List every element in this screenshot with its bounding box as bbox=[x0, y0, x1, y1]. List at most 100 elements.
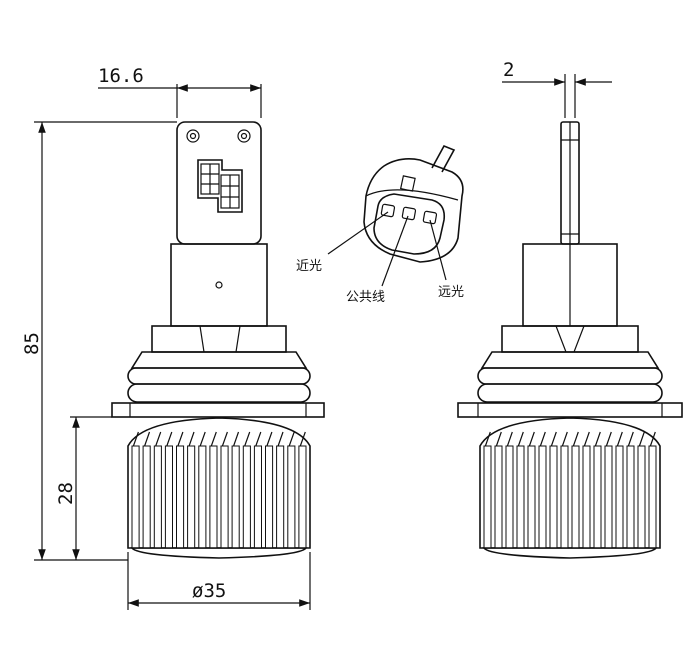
label-low-beam: 近光 bbox=[296, 259, 322, 274]
pin-common bbox=[401, 206, 417, 221]
heatsink-fin-twist bbox=[177, 431, 184, 447]
heatsink-fin bbox=[582, 445, 591, 549]
heatsink-fin bbox=[593, 445, 602, 549]
leader-low-beam bbox=[327, 211, 389, 255]
heatsink-fin bbox=[549, 445, 558, 549]
heatsink-fin-twist bbox=[244, 431, 251, 447]
heatsink-fin-twist bbox=[277, 431, 284, 447]
heatsink-fin bbox=[483, 445, 492, 549]
dim-tab-thickness: 2 bbox=[502, 59, 612, 118]
heatsink-fin-twist bbox=[166, 431, 173, 447]
side-heatsink-fins bbox=[483, 431, 657, 549]
plug-screw-right bbox=[237, 129, 251, 143]
neck-hole bbox=[215, 281, 223, 289]
heatsink-fin-twist bbox=[583, 431, 590, 447]
leader-high-beam bbox=[429, 219, 447, 281]
side-o-ring-2 bbox=[477, 383, 663, 403]
heatsink-fin bbox=[164, 445, 173, 549]
heatsink-fin-twist bbox=[517, 431, 524, 447]
heatsink-fin bbox=[615, 445, 624, 549]
heatsink-fin-twist bbox=[550, 431, 557, 447]
heatsink-fin bbox=[626, 445, 635, 549]
heatsink-fin-twist bbox=[144, 431, 151, 447]
plug-screw-left-inner bbox=[189, 132, 197, 140]
heatsink-fin-twist bbox=[199, 431, 206, 447]
base-collar bbox=[151, 325, 287, 353]
heatsink-fin-twist bbox=[288, 431, 295, 447]
heatsink-fin bbox=[209, 445, 218, 549]
heatsink-fin-twist bbox=[495, 431, 502, 447]
heatsink-fin-twist bbox=[484, 431, 491, 447]
heatsink-fin bbox=[604, 445, 613, 549]
side-view bbox=[457, 121, 683, 559]
heatsink-fin bbox=[287, 445, 296, 549]
dim-plug-width-label: 16.6 bbox=[98, 65, 144, 87]
heatsink-fin bbox=[153, 445, 162, 549]
heatsink-fin bbox=[298, 445, 307, 549]
dim-heatsink-diameter-label: ø35 bbox=[192, 580, 226, 602]
o-ring-1 bbox=[127, 367, 311, 385]
o-ring-2 bbox=[127, 383, 311, 403]
heatsink-body bbox=[127, 417, 311, 549]
connector-block bbox=[197, 159, 243, 213]
plug-screw-right-inner bbox=[240, 132, 248, 140]
dim-heatsink-height: 28 bbox=[55, 416, 112, 560]
heatsink-fin bbox=[516, 445, 525, 549]
plug-screw-left bbox=[186, 129, 200, 143]
heatsink-fin bbox=[242, 445, 251, 549]
heatsink-fin-twist bbox=[561, 431, 568, 447]
heatsink-fin bbox=[231, 445, 240, 549]
connector-face bbox=[373, 193, 446, 255]
side-flange bbox=[480, 351, 660, 369]
heatsink-fin-twist bbox=[616, 431, 623, 447]
heatsink-fin bbox=[648, 445, 657, 549]
connector-housing bbox=[363, 158, 464, 263]
dim-tab-thickness-label: 2 bbox=[503, 59, 514, 81]
heatsink-fin-twist bbox=[299, 431, 306, 447]
heatsink-fin-twist bbox=[572, 431, 579, 447]
heatsink-fin-twist bbox=[638, 431, 645, 447]
base-flange bbox=[130, 351, 308, 369]
dim-plug-width: 16.6 bbox=[98, 65, 262, 118]
heatsink-fin-twist bbox=[605, 431, 612, 447]
side-bottom-lens bbox=[482, 547, 658, 559]
heatsink-fin-twist bbox=[528, 431, 535, 447]
heatsink-fin-twist bbox=[233, 431, 240, 447]
heatsink-fin bbox=[131, 445, 140, 549]
heatsink-fin bbox=[538, 445, 547, 549]
heatsink-fin-twist bbox=[594, 431, 601, 447]
dim-total-height: 85 bbox=[21, 121, 177, 561]
heatsink-fin bbox=[253, 445, 262, 549]
heatsink-fin-twist bbox=[649, 431, 656, 447]
heatsink-fin bbox=[637, 445, 646, 549]
heatsink-fin bbox=[527, 445, 536, 549]
bottom-lens bbox=[130, 547, 308, 559]
heatsink-fin-twist bbox=[506, 431, 513, 447]
bulb-neck bbox=[170, 243, 268, 327]
heatsink-fin bbox=[560, 445, 569, 549]
heatsink-fin bbox=[176, 445, 185, 549]
heatsink-fin-twist bbox=[155, 431, 162, 447]
heatsink-fin bbox=[571, 445, 580, 549]
heatsink-fin bbox=[187, 445, 196, 549]
heatsink-fin bbox=[198, 445, 207, 549]
heatsink-fin-twist bbox=[188, 431, 195, 447]
side-o-ring-1 bbox=[477, 367, 663, 385]
side-collar bbox=[501, 325, 639, 353]
connector-cable bbox=[431, 144, 456, 173]
pin-low-beam bbox=[380, 203, 396, 218]
heatsink-fin-twist bbox=[255, 431, 262, 447]
leader-common bbox=[381, 215, 409, 287]
side-mounting-plate bbox=[457, 402, 683, 418]
heatsink-fin bbox=[505, 445, 514, 549]
dim-heatsink-height-label: 28 bbox=[55, 482, 77, 505]
connector-latch bbox=[399, 175, 416, 192]
heatsink-fin bbox=[494, 445, 503, 549]
side-heatsink-body bbox=[479, 417, 661, 549]
heatsink-fin-twist bbox=[132, 431, 139, 447]
heatsink-fin-twist bbox=[221, 431, 228, 447]
heatsink-fin-twist bbox=[266, 431, 273, 447]
front-view bbox=[111, 121, 325, 559]
dim-total-height-label: 85 bbox=[21, 332, 43, 355]
